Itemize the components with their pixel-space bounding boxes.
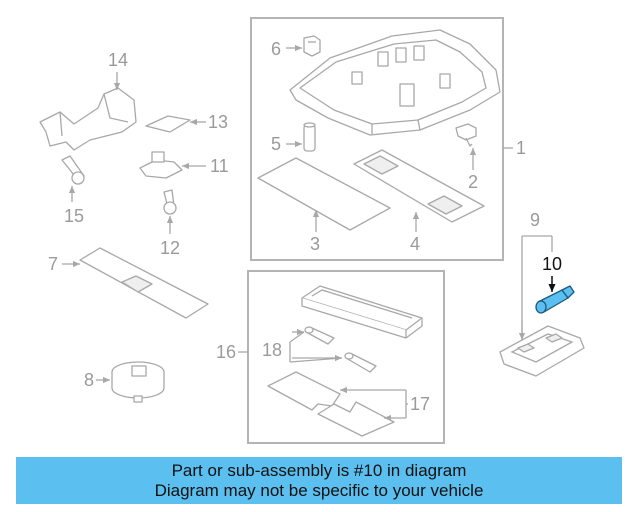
- callout-2: 2: [468, 172, 478, 192]
- callout-15: 15: [64, 206, 84, 226]
- callout-5: 5: [271, 134, 281, 154]
- callout-14: 14: [108, 50, 128, 70]
- part-8-grommet[interactable]: [111, 361, 165, 403]
- part-4-pad[interactable]: [353, 149, 485, 223]
- part-9-lamp-housing[interactable]: [499, 325, 585, 377]
- banner-line-1: Part or sub-assembly is #10 in diagram: [171, 461, 467, 480]
- assembly-box-upper: [250, 17, 504, 261]
- callout-18: 18: [262, 340, 282, 360]
- part-11-clip[interactable]: [139, 151, 183, 179]
- callout-4: 4: [410, 234, 420, 254]
- callout-6: 6: [271, 39, 281, 59]
- part-12-screw[interactable]: [163, 189, 177, 215]
- callout-7: 7: [48, 254, 58, 274]
- assembly-box-lower: [247, 270, 445, 444]
- part-17-gaskets[interactable]: [267, 371, 395, 437]
- part-7-strip[interactable]: [79, 247, 209, 319]
- part-2-screw[interactable]: [455, 123, 477, 147]
- callout-13: 13: [208, 112, 228, 132]
- part-15-screw[interactable]: [61, 155, 85, 185]
- part-16-lens[interactable]: [301, 285, 423, 339]
- part-5-bulb[interactable]: [303, 122, 316, 152]
- banner-line-2: Diagram may not be specific to your vehi…: [154, 481, 484, 500]
- part-10-bulb[interactable]: [535, 285, 575, 314]
- part-6-clip[interactable]: [303, 35, 321, 57]
- callout-3: 3: [310, 234, 320, 254]
- callout-8: 8: [84, 370, 94, 390]
- callout-11: 11: [210, 156, 229, 176]
- part-3-pad[interactable]: [257, 157, 391, 231]
- part-14-bracket[interactable]: [39, 87, 137, 151]
- callout-17: 17: [410, 394, 430, 414]
- info-banner: Part or sub-assembly is #10 in diagram D…: [16, 457, 622, 504]
- callout-16: 16: [216, 342, 236, 362]
- part-13-plate[interactable]: [145, 115, 191, 133]
- part-1-console-housing[interactable]: [289, 29, 501, 136]
- callout-1: 1: [516, 138, 526, 158]
- part-18-bulbs[interactable]: [304, 326, 377, 373]
- callout-10: 10: [542, 254, 562, 274]
- callout-9: 9: [530, 210, 540, 230]
- callout-12: 12: [160, 238, 180, 258]
